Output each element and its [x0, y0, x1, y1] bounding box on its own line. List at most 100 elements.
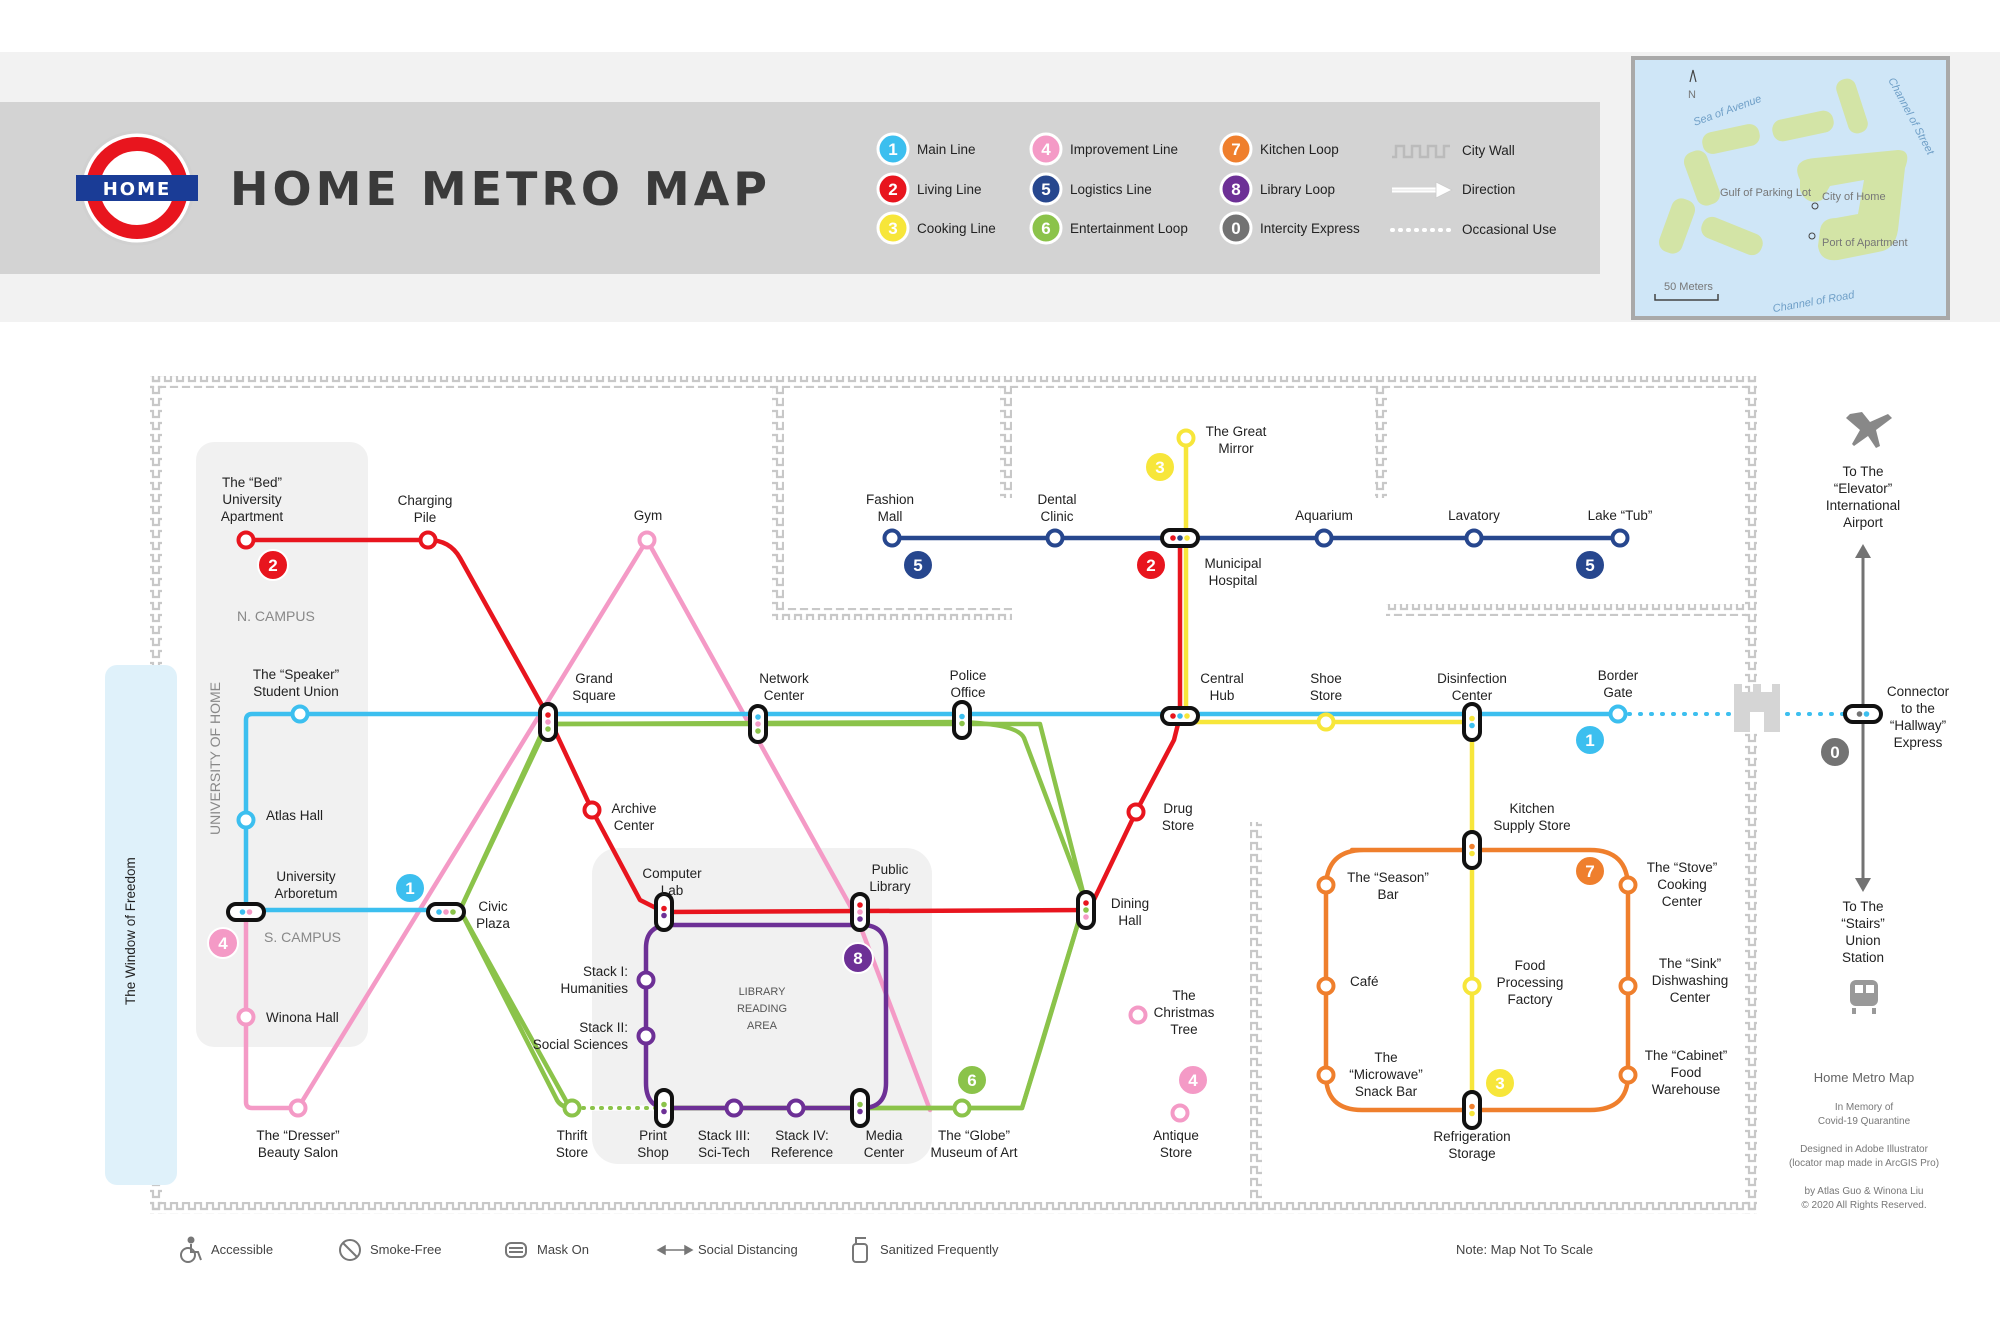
line-2-badge: [876, 172, 910, 206]
station-marker: [236, 810, 256, 830]
footer: Accessible Smoke-Free Mask On Social Dis…: [180, 1236, 1593, 1263]
station-marker: [786, 1098, 806, 1118]
airplane-icon: [1846, 412, 1892, 448]
map-badge-line-1: 1: [1574, 724, 1606, 756]
badge-number: 4: [218, 934, 228, 953]
badge-number: 8: [853, 949, 862, 968]
mask-icon: [505, 1242, 527, 1258]
line-0-badge: [1819, 736, 1851, 768]
city-wall-icon: [1392, 144, 1450, 159]
map-badge-line-4: 4: [1177, 1064, 1209, 1096]
map-badge-line-3: 3: [1484, 1067, 1516, 1099]
line-2-badge: [1135, 549, 1167, 581]
map-badge-line-0: 0: [1819, 736, 1851, 768]
loc-gulf: Gulf of Parking Lot: [1720, 187, 1811, 199]
map-badge-line-8: 8: [842, 942, 874, 974]
map-badge-line-6: 6: [956, 1064, 988, 1096]
badge-number: 5: [913, 556, 922, 575]
interchange-station: [654, 892, 674, 932]
legend-city-wall: City Wall: [1462, 143, 1515, 158]
legend-line-label: Intercity Express: [1260, 221, 1360, 236]
interchange-station: [748, 704, 768, 744]
interchange-station: [1076, 890, 1096, 930]
station-gym: Gym: [634, 508, 663, 523]
interchange-station: [1462, 702, 1482, 742]
line-6-badge: [956, 1064, 988, 1096]
station-marker: [288, 1098, 308, 1118]
station-marker: [1608, 704, 1628, 724]
legend-line-label: Entertainment Loop: [1070, 221, 1188, 236]
station-marker: [637, 530, 657, 550]
line-4-path: [243, 537, 933, 1113]
s-campus-label: S. CAMPUS: [264, 929, 341, 945]
station-lake-tub: Lake “Tub”: [1588, 508, 1653, 523]
map-badge-line-2: 2: [257, 549, 289, 581]
interchange-station: [850, 1088, 870, 1128]
legend-direction: Direction: [1462, 182, 1515, 197]
footer-mask-on: Mask On: [537, 1242, 589, 1257]
station-marker: [1316, 712, 1336, 732]
legend-line-label: Library Loop: [1260, 182, 1335, 197]
station-marker: [1316, 875, 1336, 895]
castle-gate-icon: [1734, 684, 1780, 732]
map-badge-line-5: 5: [902, 549, 934, 581]
legend-line-number: 6: [1041, 219, 1050, 238]
interchange-station: [654, 1088, 674, 1128]
station-winona-hall: Winona Hall: [266, 1010, 339, 1025]
line-1-path: [243, 711, 1621, 913]
arrow-up-icon: [1855, 544, 1871, 558]
legend-line-label: Living Line: [917, 182, 982, 197]
locator-land: [1658, 78, 1908, 261]
badge-number: 1: [1585, 731, 1594, 750]
badge-number: 5: [1585, 556, 1594, 575]
station-marker: [1462, 976, 1482, 996]
interchange-station: [226, 902, 266, 922]
map-badge-line-1: 1: [394, 872, 426, 904]
map-badge-line-4: 4: [207, 927, 239, 959]
interchange-station: [426, 902, 466, 922]
arrow-down-icon: [1855, 878, 1871, 892]
interchange-station: [538, 702, 558, 742]
legend-line-number: 5: [1041, 180, 1050, 199]
page-title: HOME METRO MAP: [230, 162, 771, 216]
interchange-station: [952, 700, 972, 740]
locator-map: Sea of Avenue Channel of Street Channel …: [1631, 56, 1950, 320]
legend-line-number: 3: [888, 219, 897, 238]
legend-line-label: Cooking Line: [917, 221, 996, 236]
line-3-badge: [1484, 1067, 1516, 1099]
legend-occasional: Occasional Use: [1462, 222, 1557, 237]
library-area-line1: LIBRARY: [739, 986, 787, 998]
station-lavatory: Lavatory: [1448, 508, 1500, 523]
line-0-badge: [1219, 211, 1253, 245]
station-marker: [1464, 528, 1484, 548]
station-stack1: Stack I:Humanities: [560, 964, 628, 996]
areas: The Window of Freedom N. CAMPUS S. CAMPU…: [105, 442, 932, 1185]
station-season-bar: The “Season”Bar: [1347, 870, 1429, 902]
line-1-badge: [394, 872, 426, 904]
library-area-line2: READING: [737, 1003, 787, 1015]
line-5-badge: [1029, 172, 1063, 206]
legend-line-number: 7: [1231, 140, 1240, 159]
interchanges: [226, 528, 1883, 1130]
line-4-badge: [1177, 1064, 1209, 1096]
north-arrow-icon: [1689, 69, 1697, 83]
